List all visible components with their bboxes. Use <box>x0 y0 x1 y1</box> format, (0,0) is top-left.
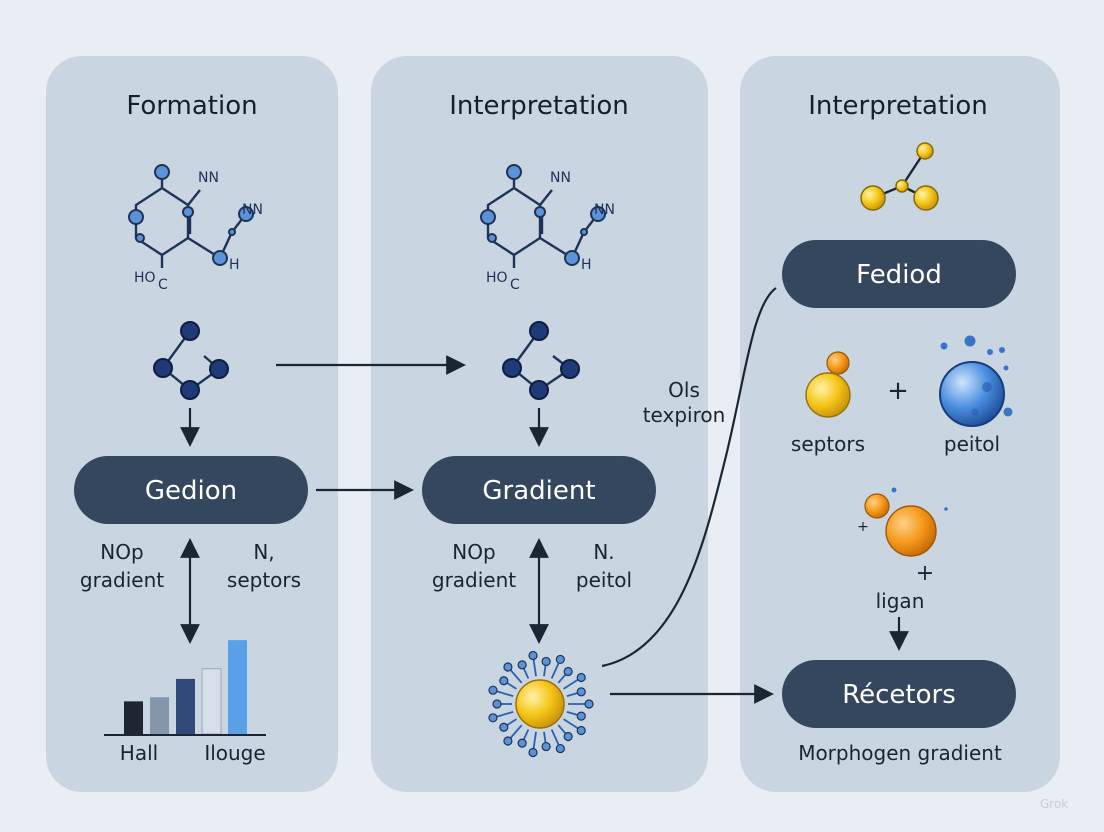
bar-label-hall: Hall <box>120 741 158 765</box>
left-label-line-1: NOp <box>100 540 143 564</box>
bar-3 <box>176 678 195 734</box>
molecule-label-h: H <box>229 257 240 273</box>
panel-title-interpretation-2: Interpretation <box>808 91 988 121</box>
p2-right-label-line-2: peitol <box>576 568 632 592</box>
curve-connector-to-fediod <box>601 287 777 668</box>
molecule-icon <box>128 164 254 268</box>
p2-left-label-line-1: NOp <box>452 540 495 564</box>
bar-5 <box>228 640 247 734</box>
p2-left-label-line-2: gradient <box>432 568 516 592</box>
bar-chart <box>124 640 247 735</box>
watermark: Grok <box>1040 797 1068 811</box>
pill-recetors <box>782 660 1016 728</box>
svg-text:+: + <box>916 561 934 586</box>
plus-sign: + <box>887 376 909 406</box>
morphogen-caption: Morphogen gradient <box>798 741 1002 765</box>
receptor-cell-icon <box>488 650 594 758</box>
molecule-2-label-nn-2: NN <box>594 202 615 218</box>
network-icon <box>153 321 229 400</box>
ligan-label: ligan <box>876 589 925 613</box>
p2-right-label-line-1: N. <box>593 540 614 564</box>
panel-formation <box>46 56 338 792</box>
bar-1 <box>124 701 143 734</box>
pill-fediod <box>782 240 1016 308</box>
network-icon-2 <box>502 321 580 400</box>
ligand-cluster-icon <box>860 142 939 211</box>
molecule-label-nn-1: NN <box>198 170 219 186</box>
molecule-2-label-nn-1: NN <box>550 170 571 186</box>
bar-label-ilouge: Ilouge <box>204 741 265 765</box>
right-label-line-2: septors <box>227 568 301 592</box>
panel-title-formation: Formation <box>126 91 257 121</box>
curve-label-line-2: texpiron <box>643 403 726 427</box>
curve-label-line-1: Ols <box>668 378 700 402</box>
molecule-label-nn-2: NN <box>242 202 263 218</box>
peitol-label: peitol <box>944 432 1000 456</box>
pill-gradient-label: Gradient <box>482 476 595 506</box>
molecule-icon-2 <box>480 164 606 268</box>
molecule-2-label-h: H <box>581 257 592 273</box>
pill-fediod-label: Fediod <box>856 260 942 290</box>
molecule-2-label-c: C <box>510 277 520 293</box>
left-label-line-2: gradient <box>80 568 164 592</box>
ligand-balls-icon: + + <box>857 487 948 586</box>
molecule-label-ho: HO <box>134 270 156 286</box>
septors-ball-icon <box>805 351 851 418</box>
molecule-label-c: C <box>158 277 168 293</box>
svg-text:+: + <box>857 519 869 535</box>
septors-label: septors <box>791 432 865 456</box>
bar-4 <box>201 668 222 735</box>
pill-gradient <box>422 456 656 524</box>
pill-gedion-label: Gedion <box>145 476 237 506</box>
right-label-line-1: N, <box>253 540 274 564</box>
panel-title-interpretation-1: Interpretation <box>449 91 629 121</box>
pill-gedion <box>74 456 308 524</box>
peitol-sphere-icon <box>939 335 1013 427</box>
bar-2 <box>150 697 169 734</box>
pill-recetors-label: Récetors <box>842 680 956 710</box>
molecule-2-label-ho: HO <box>486 270 508 286</box>
